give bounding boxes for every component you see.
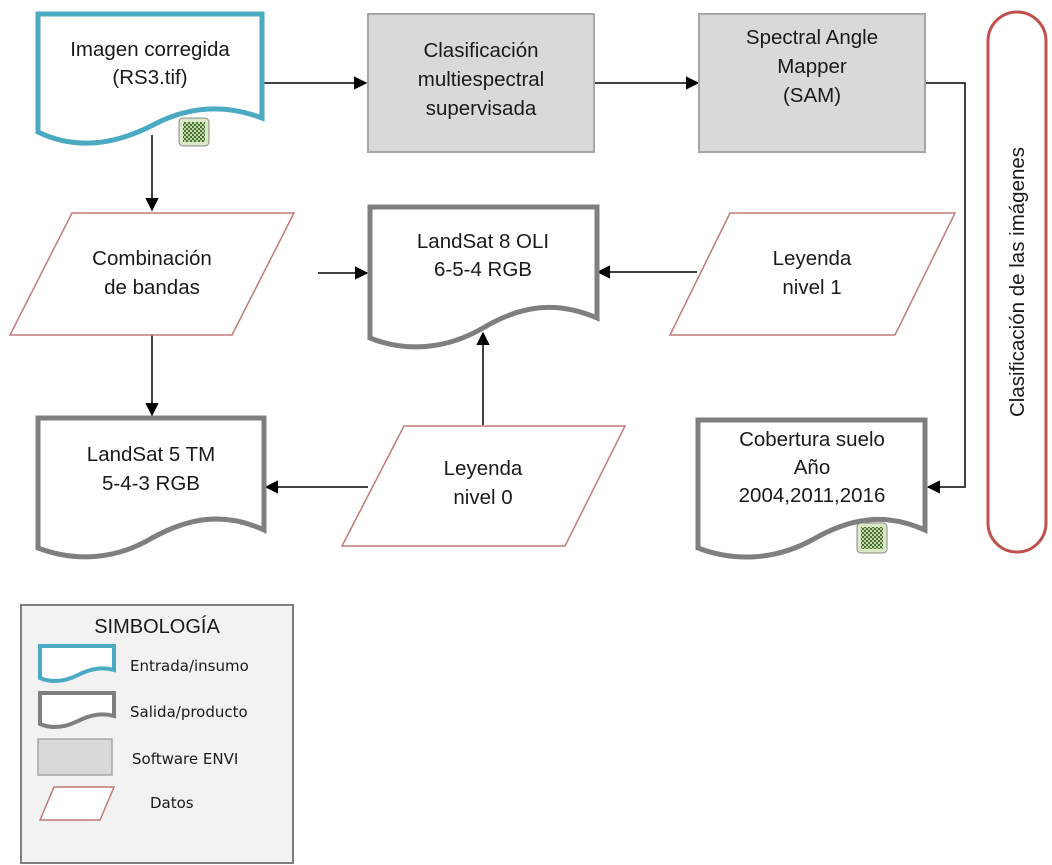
clasif-line1: Clasificación bbox=[423, 39, 538, 62]
node-landsat8: LandSat 8 OLI 6-5-4 RGB bbox=[367, 204, 600, 350]
node-landsat5: LandSat 5 TM 5-4-3 RGB bbox=[35, 415, 267, 560]
data-parallelogram-shape bbox=[8, 212, 296, 336]
cobertura-line3: 2004,2011,2016 bbox=[739, 484, 886, 507]
side-label-text: Clasificación de las imágenes bbox=[1006, 147, 1029, 417]
cobertura-line2: Año bbox=[794, 456, 830, 479]
legend-frame bbox=[20, 604, 294, 864]
landsat5-line1: LandSat 5 TM bbox=[87, 443, 215, 466]
legend-label-process: Software ENVI bbox=[132, 750, 238, 768]
landsat8-line1: LandSat 8 OLI bbox=[417, 230, 549, 253]
sam-line2: Mapper bbox=[777, 55, 847, 78]
legend-data-symbol bbox=[38, 786, 116, 821]
data-parallelogram-shape bbox=[340, 425, 627, 547]
combinacion-line2: de bandas bbox=[104, 276, 200, 299]
legend-label-data: Datos bbox=[150, 794, 194, 812]
legend-title: SIMBOLOGÍA bbox=[94, 615, 220, 638]
landsat8-line2: 6-5-4 RGB bbox=[434, 258, 532, 281]
process-box-shape bbox=[367, 13, 595, 153]
node-combinacion: Combinación de bandas bbox=[8, 212, 296, 336]
legend: SIMBOLOGÍA Entrada/insumo Salida/product… bbox=[20, 604, 294, 864]
legend-process-symbol bbox=[37, 738, 113, 776]
legend-label-input: Entrada/insumo bbox=[130, 657, 249, 675]
imagen-line2: (RS3.tif) bbox=[112, 66, 187, 89]
legend-input-symbol bbox=[38, 644, 116, 684]
leyenda1-line1: Leyenda bbox=[773, 247, 852, 270]
connectors bbox=[145, 76, 966, 494]
process-box-shape bbox=[698, 13, 926, 153]
node-imagen-corregida: Imagen corregida (RS3.tif) bbox=[35, 11, 265, 147]
node-leyenda1: Leyenda nivel 1 bbox=[668, 212, 957, 336]
node-clasificacion: Clasificación multiespectral supervisada bbox=[367, 13, 595, 153]
imagen-line1: Imagen corregida bbox=[70, 38, 230, 61]
sam-line3: (SAM) bbox=[783, 84, 841, 107]
sam-line1: Spectral Angle bbox=[746, 26, 878, 49]
clasif-line3: supervisada bbox=[426, 97, 537, 120]
legend-output-symbol bbox=[38, 691, 116, 730]
node-sam: Spectral Angle Mapper (SAM) bbox=[698, 13, 926, 153]
cobertura-line1: Cobertura suelo bbox=[739, 428, 885, 451]
legend-item-process: Software ENVI bbox=[37, 738, 238, 776]
node-cobertura: Cobertura suelo Año 2004,2011,2016 bbox=[695, 417, 928, 560]
legend-item-data: Datos bbox=[38, 786, 194, 821]
node-leyenda0: Leyenda nivel 0 bbox=[340, 425, 627, 547]
leyenda0-line2: nivel 0 bbox=[453, 486, 512, 509]
output-document-shape bbox=[367, 204, 600, 350]
raster-icon bbox=[178, 117, 210, 147]
clasif-line2: multiespectral bbox=[418, 68, 544, 91]
combinacion-line1: Combinación bbox=[92, 247, 212, 270]
leyenda0-line1: Leyenda bbox=[444, 457, 523, 480]
output-document-shape bbox=[695, 417, 928, 560]
raster-icon bbox=[856, 522, 888, 554]
side-label-box: Clasificación de las imágenes bbox=[986, 10, 1048, 554]
arrow-sam-to-cobertura bbox=[925, 82, 966, 494]
legend-label-output: Salida/producto bbox=[130, 703, 248, 721]
leyenda1-line2: nivel 1 bbox=[782, 276, 841, 299]
input-document-shape bbox=[35, 11, 265, 146]
legend-item-input: Entrada/insumo bbox=[38, 644, 249, 684]
landsat5-line2: 5-4-3 RGB bbox=[102, 472, 200, 495]
data-parallelogram-shape bbox=[668, 212, 957, 336]
output-document-shape bbox=[35, 415, 267, 560]
legend-item-output: Salida/producto bbox=[38, 691, 248, 730]
